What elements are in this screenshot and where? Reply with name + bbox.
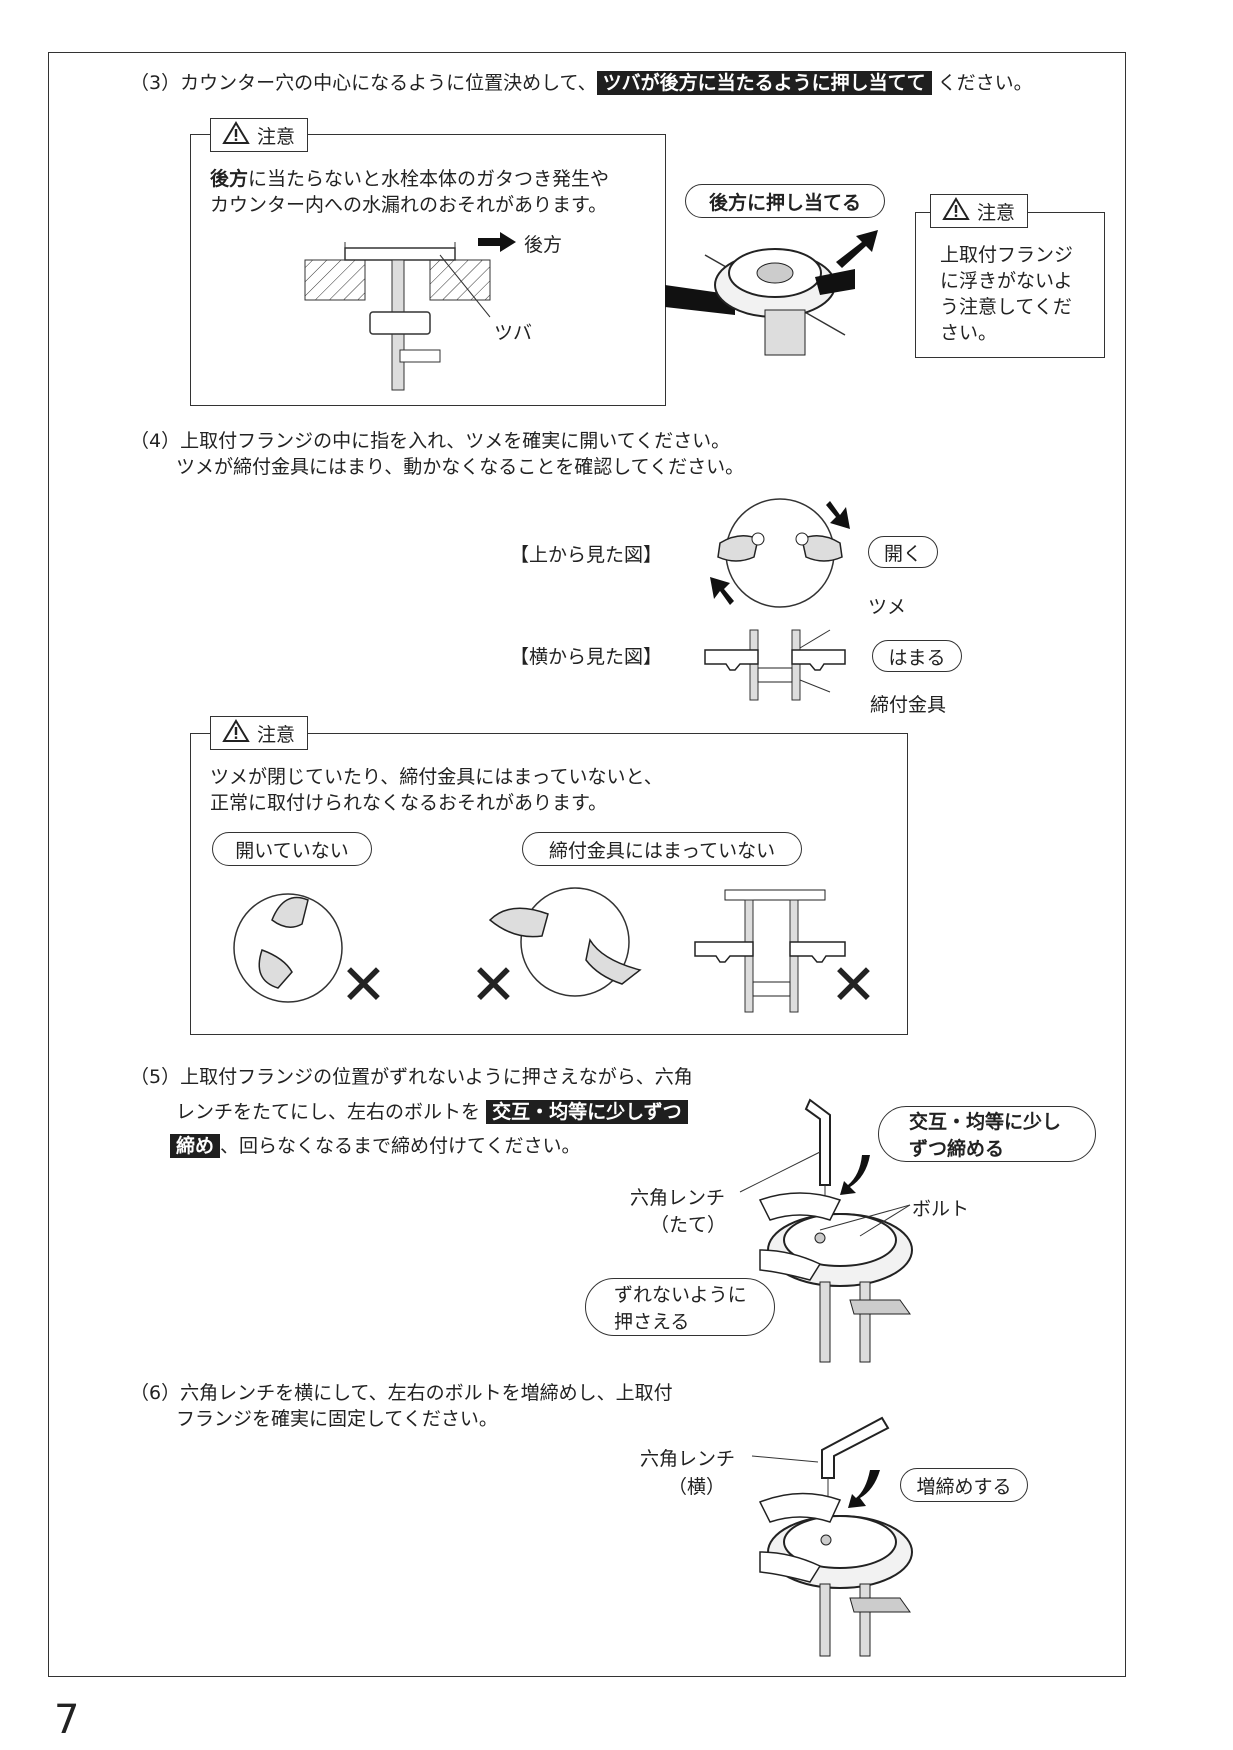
pill-tighten-alternately: 交互・均等に少しずつ締める — [878, 1106, 1096, 1162]
step5-line1: （5）上取付フランジの位置がずれないように押さえながら、六角 — [130, 1066, 693, 1088]
label-wrench-vertical-sub: （たて） — [650, 1214, 727, 1236]
label-top-view: 【上から見た図】 — [510, 544, 663, 566]
warning-triangle-icon — [222, 120, 250, 150]
claw-top-view-diagram — [710, 498, 850, 608]
pill-fit: はまる — [872, 640, 962, 672]
claw-unfit-side-diagram — [694, 889, 846, 1013]
caution-rear-line2: カウンター内への水漏れのおそれがあります。 — [210, 194, 608, 216]
caution-flange-line3: う注意してくだ — [940, 296, 1072, 318]
caution-claw-line2: 正常に取付けられなくなるおそれがあります。 — [210, 792, 608, 814]
claw-unfit-top-diagram — [488, 887, 642, 997]
label-wrench-horizontal-sub: （横） — [668, 1476, 726, 1498]
caution-flange-line4: さい。 — [940, 322, 998, 344]
caution-tab-flange: 注意 — [930, 194, 1029, 228]
caution-claw-line1: ツメが閉じていたり、締付金具にはまっていないと、 — [210, 766, 663, 788]
claw-side-view-diagram — [704, 629, 846, 701]
hand-flange-retighten-illustration — [758, 1492, 913, 1657]
pill-push-rear: 後方に押し当てる — [685, 184, 885, 218]
step3-instruction: （3）カウンター穴の中心になるように位置決めして、ツバが後方に当たるように押し当… — [130, 71, 1033, 95]
caution-box-flange — [915, 212, 1105, 358]
page-frame — [48, 52, 1126, 1677]
pill-open: 開く — [868, 536, 938, 568]
step6-line1: （6）六角レンチを横にして、左右のボルトを増締めし、上取付 — [130, 1382, 673, 1404]
bolt-leader-lines — [819, 1204, 911, 1237]
wrench-label-leader-line — [739, 1151, 821, 1193]
step5-line2: レンチをたてにし、左右のボルトを 交互・均等に少しずつ — [176, 1099, 688, 1125]
claw-closed-diagram — [233, 893, 343, 1003]
label-wrench-vertical: 六角レンチ — [630, 1187, 726, 1209]
x-mark-not-open: ✕ — [340, 953, 387, 1018]
caution-flange-line1: 上取付フランジ — [940, 244, 1074, 266]
hand-flange-tighten-illustration — [758, 1192, 913, 1363]
caution-title: 注意 — [977, 201, 1016, 224]
label-rear: 後方 — [524, 234, 563, 256]
warning-triangle-icon — [942, 196, 970, 226]
step5-line3: 締め、回らなくなるまで締め付けてください。 — [170, 1133, 580, 1159]
caution-title: 注意 — [257, 125, 296, 148]
x-mark-not-fit-top: ✕ — [470, 953, 517, 1018]
x-mark-not-fit-side: ✕ — [830, 953, 877, 1018]
page-number: 7 — [54, 1697, 80, 1743]
warning-triangle-icon — [222, 718, 250, 748]
tsuba-leader-line — [439, 254, 491, 318]
caution-rear-line1: 後方に当たらないと水栓本体のガタつき発生や — [210, 168, 610, 190]
caution-title: 注意 — [257, 723, 296, 746]
pill-not-open: 開いていない — [212, 832, 372, 866]
label-tsume: ツメ — [868, 596, 907, 618]
step4-line1: （4）上取付フランジの中に指を入れ、ツメを確実に開いてください。 — [130, 430, 731, 452]
label-fastener: 締付金具 — [870, 694, 947, 716]
push-direction-arrow-icon — [836, 230, 878, 268]
label-side-view: 【横から見た図】 — [510, 646, 663, 668]
faucet-rear-diagram — [304, 242, 491, 391]
label-tsuba: ツバ — [494, 322, 533, 344]
caution-tab-rear: 注意 — [210, 118, 309, 152]
label-wrench-horizontal: 六角レンチ — [640, 1448, 736, 1470]
label-bolt: ボルト — [912, 1198, 970, 1220]
pill-retighten: 増締めする — [900, 1468, 1028, 1502]
step3-highlight: ツバが後方に当たるように押し当てて — [596, 71, 932, 95]
flange-illustration — [665, 248, 855, 356]
pill-not-fit: 締付金具にはまっていない — [522, 832, 802, 866]
horizontal-hex-wrench-icon — [751, 1416, 890, 1518]
rear-arrow-icon — [478, 232, 516, 252]
caution-tab-claw: 注意 — [210, 716, 309, 750]
pill-hold-in-place: ずれないように押さえる — [585, 1278, 775, 1336]
step6-line2: フランジを確実に固定してください。 — [176, 1408, 498, 1430]
caution-flange-line2: に浮きがないよ — [940, 270, 1073, 292]
step4-line2: ツメが締付金具にはまり、動かなくなることを確認してください。 — [176, 456, 745, 478]
